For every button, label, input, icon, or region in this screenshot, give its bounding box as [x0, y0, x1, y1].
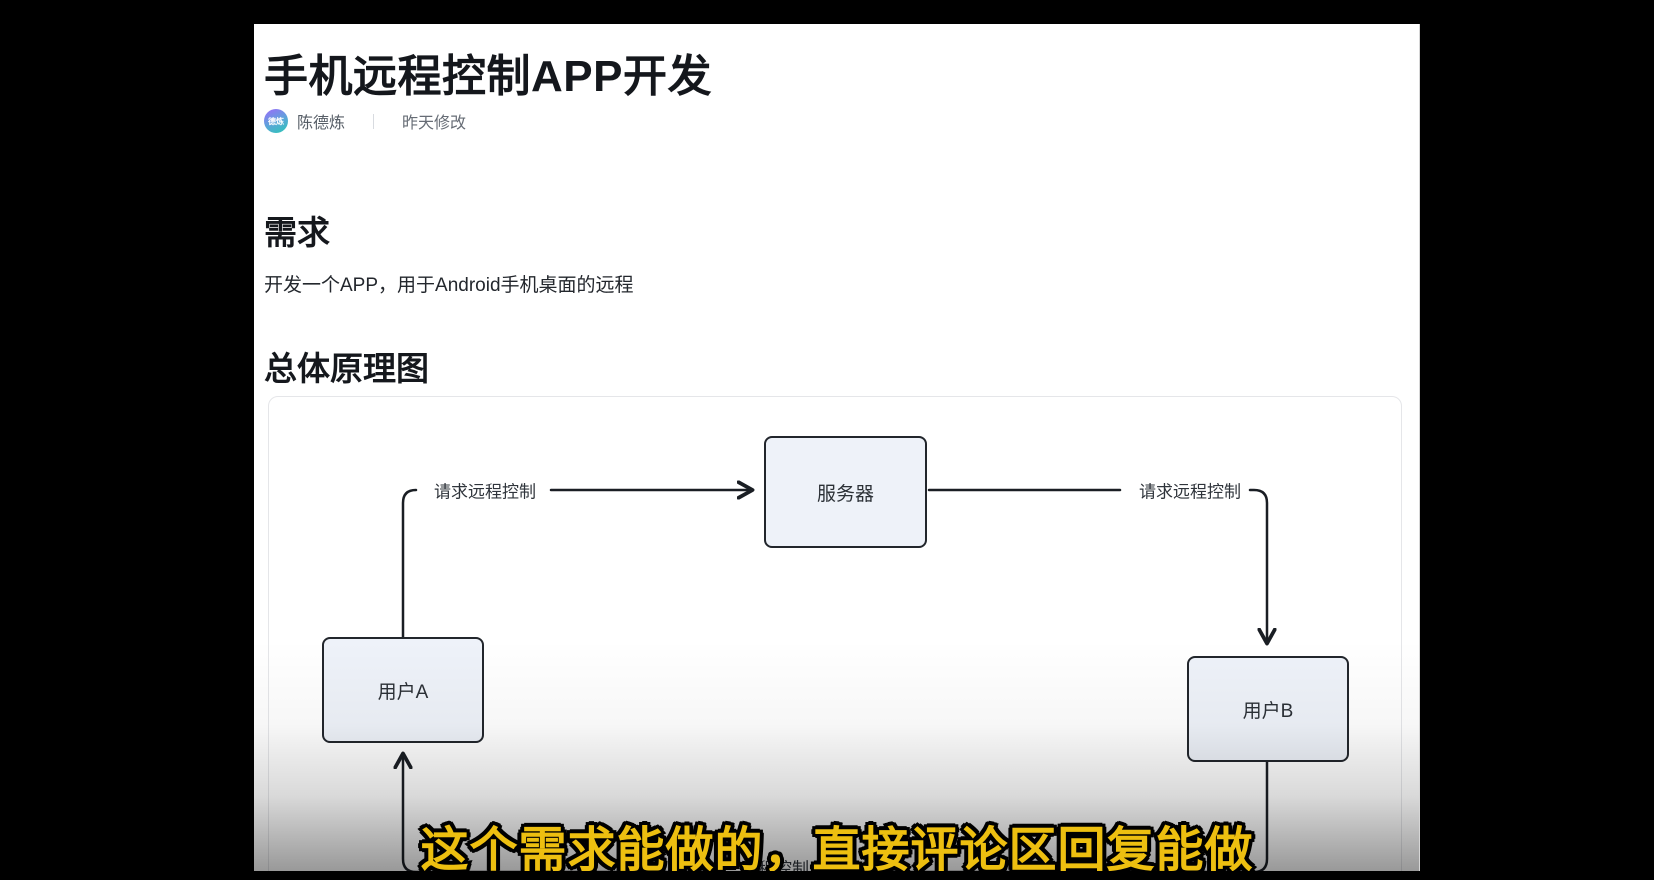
- node-user-a: 用户A: [322, 637, 484, 743]
- heading-requirement: 需求: [264, 214, 330, 251]
- video-subtitle: 这个需求能做的，直接评论区回复能做: [417, 821, 1255, 880]
- modified-time: 昨天修改: [402, 115, 467, 132]
- page-title: 手机远程控制APP开发: [264, 52, 712, 101]
- heading-overview: 总体原理图: [264, 350, 429, 387]
- edge-server-to-userb: [1248, 488, 1267, 642]
- bottom-letterbox-bar: [0, 871, 1654, 880]
- node-user-b: 用户B: [1187, 656, 1349, 762]
- author-name: 陈德炼: [297, 115, 346, 132]
- document-page: 手机远程控制APP开发 德炼 陈德炼 昨天修改 需求 开发一个APP，用于And…: [254, 24, 1420, 880]
- author-row: 德炼 陈德炼 昨天修改: [264, 108, 466, 134]
- node-server: 服务器: [764, 436, 927, 548]
- requirement-body: 开发一个APP，用于Android手机桌面的远程: [264, 275, 634, 296]
- edge-label-request-right: 请求远程控制: [1139, 482, 1241, 502]
- avatar: 德炼: [264, 109, 288, 133]
- edge-label-request-left: 请求远程控制: [434, 482, 536, 502]
- architecture-diagram: 服务器 用户A 用户B 请求远程控制 请求远程控制 远程控制: [254, 24, 1419, 880]
- meta-divider: [373, 113, 375, 129]
- edge-usera-up: [401, 488, 418, 639]
